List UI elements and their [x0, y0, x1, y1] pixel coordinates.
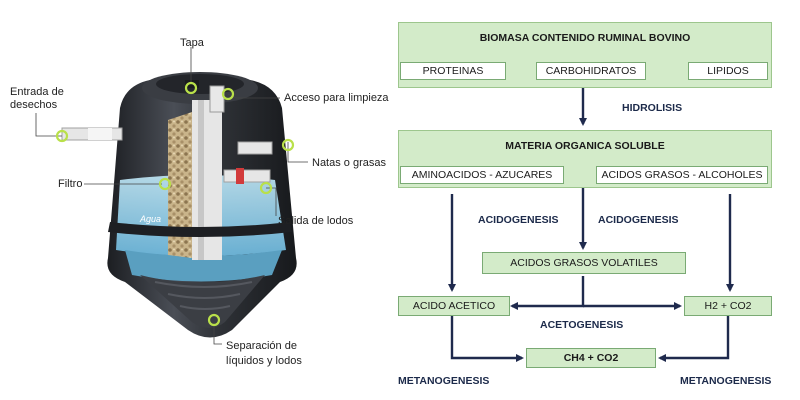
- label-salida: Salida de lodos: [278, 215, 354, 227]
- filter-media: [168, 112, 192, 258]
- arrow-metanogenesis-right: [658, 316, 730, 362]
- label-agua: Agua: [140, 214, 162, 224]
- item-proteinas: PROTEINAS: [400, 62, 506, 80]
- item-acidos-grasos-alcoholes: ACIDOS GRASOS - ALCOHOLES: [596, 166, 768, 184]
- callout-entrada: [55, 129, 69, 143]
- step-acetogenesis: ACETOGENESIS: [540, 319, 624, 331]
- box-biomasa-title: BIOMASA CONTENIDO RUMINAL BOVINO: [479, 32, 691, 44]
- sludge-outlet-pipe: [223, 169, 271, 183]
- callout-filtro: [158, 177, 172, 191]
- item-aminoacidos: AMINOACIDOS - AZUCARES: [400, 166, 564, 184]
- label-natas: Natas o grasas: [312, 157, 386, 169]
- label-entrada: Entrada de desechos: [10, 86, 64, 111]
- box-acido-acetico: ACIDO ACETICO: [398, 296, 510, 316]
- box-materia-organica-title: MATERIA ORGANICA SOLUBLE: [505, 140, 665, 152]
- callout-separacion: [207, 313, 221, 327]
- label-tapa: Tapa: [180, 37, 204, 49]
- label-separacion: Separación de líquidos y lodos: [226, 340, 302, 367]
- box-ch4-co2: CH4 + CO2: [526, 348, 656, 368]
- step-metanogenesis-right: METANOGENESIS: [680, 375, 772, 387]
- box-acidos-volatiles: ACIDOS GRASOS VOLATILES: [482, 252, 686, 274]
- callout-natas: [281, 138, 295, 152]
- access-pipe: [209, 85, 225, 113]
- label-filtro: Filtro: [58, 178, 83, 190]
- arrow-acetogenesis-left: [510, 276, 585, 310]
- label-acceso: Acceso para limpieza: [284, 92, 389, 104]
- step-acidogenesis-center: ACIDOGENESIS: [598, 214, 679, 226]
- box-h2-co2: H2 + CO2: [684, 296, 772, 316]
- item-lipidos: LIPIDOS: [688, 62, 768, 80]
- step-hidrolisis: HIDROLISIS: [622, 102, 683, 114]
- callout-tapa: [184, 81, 198, 95]
- biodigester-tank-illustration: [35, 47, 308, 345]
- scum-outlet-pipe: [237, 141, 273, 155]
- sludge-cone: [140, 275, 265, 328]
- arrow-metanogenesis-left: [450, 316, 524, 362]
- step-acidogenesis-left: ACIDOGENESIS: [478, 214, 559, 226]
- step-metanogenesis-left: METANOGENESIS: [398, 375, 490, 387]
- item-carbohidratos: CARBOHIDRATOS: [536, 62, 646, 80]
- callout-acceso: [221, 87, 235, 101]
- callout-salida: [259, 181, 273, 195]
